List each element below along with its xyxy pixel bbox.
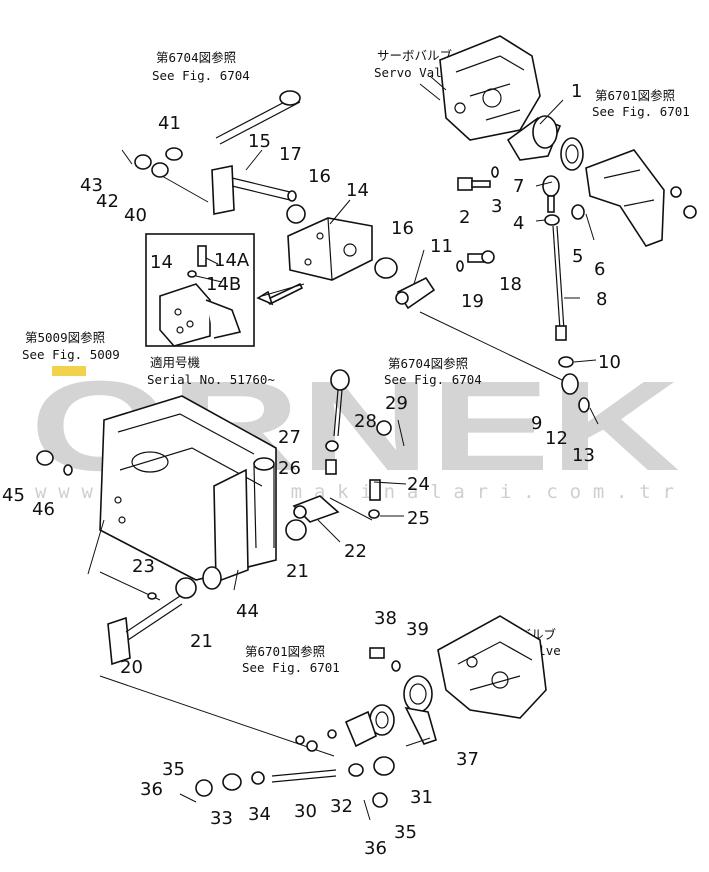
callout-31: 31 bbox=[410, 787, 433, 808]
callout-44: 44 bbox=[236, 601, 259, 622]
callout-21-lower: 21 bbox=[190, 631, 213, 652]
callout-14-detail: 14 bbox=[150, 252, 173, 273]
svg-text:Servo Valve: Servo Valve bbox=[374, 65, 457, 80]
lever-22-drawing bbox=[292, 479, 381, 523]
ref-servo-valve-top: サーボバルブ Servo Valve bbox=[374, 48, 457, 80]
callout-8: 8 bbox=[596, 289, 607, 310]
callout-7: 7 bbox=[513, 176, 524, 197]
rod-assembly-8-drawing bbox=[542, 175, 599, 425]
callout-26: 26 bbox=[278, 458, 301, 479]
callout-10: 10 bbox=[598, 352, 621, 373]
ref-see-fig-6701-bottom: 第6701図参照 See Fig. 6701 bbox=[242, 644, 340, 675]
callout-1: 1 bbox=[571, 81, 582, 102]
shaft-15-drawing bbox=[211, 165, 398, 279]
bolt-2-drawing bbox=[457, 166, 499, 191]
ref-see-fig-5009: 第5009図参照 See Fig. 5009 bbox=[22, 330, 120, 362]
callout-41: 41 bbox=[158, 113, 181, 134]
callout-36-left: 36 bbox=[140, 779, 163, 800]
callout-16-upper: 16 bbox=[308, 166, 331, 187]
callout-17: 17 bbox=[279, 144, 302, 165]
callout-2: 2 bbox=[459, 207, 470, 228]
callout-22: 22 bbox=[344, 541, 367, 562]
bracket-14-drawing bbox=[287, 217, 373, 281]
svg-text:See Fig. 6704: See Fig. 6704 bbox=[152, 68, 250, 83]
callout-34: 34 bbox=[248, 804, 271, 825]
callout-42: 42 bbox=[96, 191, 119, 212]
callout-27: 27 bbox=[278, 427, 301, 448]
ref-see-fig-6704-mid: 第6704図参照 See Fig. 6704 bbox=[384, 356, 482, 387]
callout-28: 28 bbox=[354, 411, 377, 432]
shaft-20-drawing bbox=[99, 519, 335, 757]
svg-text:第6704図参照: 第6704図参照 bbox=[388, 356, 468, 371]
rod-end-26-drawing bbox=[325, 369, 405, 475]
callout-14a: 14A bbox=[214, 250, 250, 271]
callouts: 1 2 3 4 5 6 7 8 9 10 11 12 13 14 14A 14B… bbox=[2, 81, 621, 859]
servo-valve-bottom-drawing bbox=[437, 615, 547, 719]
leader-lines bbox=[195, 99, 597, 747]
callout-15: 15 bbox=[248, 131, 271, 152]
reference-notes: 第6704図参照 See Fig. 6704 サーボバルブ Servo Valv… bbox=[22, 48, 690, 675]
svg-text:適用号機: 適用号機 bbox=[150, 355, 201, 370]
svg-text:See Fig. 6701: See Fig. 6701 bbox=[242, 660, 340, 675]
callout-11: 11 bbox=[430, 236, 453, 257]
lever-11-drawing bbox=[395, 250, 563, 381]
svg-text:See Fig. 6701: See Fig. 6701 bbox=[592, 104, 690, 119]
callout-16-lower: 16 bbox=[391, 218, 414, 239]
callout-5: 5 bbox=[572, 246, 583, 267]
svg-text:第6701図参照: 第6701図参照 bbox=[245, 644, 325, 659]
callout-40: 40 bbox=[124, 205, 147, 226]
callout-6: 6 bbox=[594, 259, 605, 280]
bracket-6701-bottom-drawing bbox=[295, 710, 377, 752]
callout-14b: 14B bbox=[206, 274, 241, 295]
callout-38: 38 bbox=[374, 608, 397, 629]
callout-45: 45 bbox=[2, 485, 25, 506]
svg-text:See Fig. 6704: See Fig. 6704 bbox=[384, 372, 482, 387]
callout-21-upper: 21 bbox=[286, 561, 309, 582]
callout-13: 13 bbox=[572, 445, 595, 466]
callout-35-right: 35 bbox=[394, 822, 417, 843]
rod-30-drawing bbox=[179, 756, 395, 821]
callout-29: 29 bbox=[385, 393, 408, 414]
callout-32: 32 bbox=[330, 796, 353, 817]
lever-44-drawing bbox=[202, 457, 275, 590]
callout-33: 33 bbox=[210, 808, 233, 829]
callout-18: 18 bbox=[499, 274, 522, 295]
lever-37-drawing bbox=[369, 647, 437, 745]
callout-20: 20 bbox=[120, 657, 143, 678]
watermark-accent bbox=[52, 366, 86, 376]
svg-text:Serial No. 51760~: Serial No. 51760~ bbox=[147, 372, 275, 387]
callout-39: 39 bbox=[406, 619, 429, 640]
svg-text:第5009図参照: 第5009図参照 bbox=[25, 330, 105, 345]
callout-43: 43 bbox=[80, 175, 103, 196]
ref-see-fig-6701-top: 第6701図参照 See Fig. 6701 bbox=[592, 88, 690, 119]
callout-23: 23 bbox=[132, 556, 155, 577]
svg-text:第6704図参照: 第6704図参照 bbox=[156, 50, 236, 65]
callout-35-left: 35 bbox=[162, 759, 185, 780]
callout-24: 24 bbox=[407, 474, 430, 495]
drawing bbox=[36, 35, 697, 821]
callout-25: 25 bbox=[407, 508, 430, 529]
bracket-6701-drawing bbox=[585, 149, 697, 247]
rod-41-drawing bbox=[121, 90, 301, 203]
svg-text:第6701図参照: 第6701図参照 bbox=[595, 88, 675, 103]
svg-text:See Fig. 5009: See Fig. 5009 bbox=[22, 347, 120, 362]
callout-37: 37 bbox=[456, 749, 479, 770]
svg-text:サーボバルブ: サーボバルブ bbox=[377, 48, 453, 63]
servo-valve-top-drawing bbox=[419, 35, 541, 141]
callout-12: 12 bbox=[545, 428, 568, 449]
callout-3: 3 bbox=[491, 196, 502, 217]
callout-36-right: 36 bbox=[364, 838, 387, 859]
detail-box-14 bbox=[145, 233, 304, 347]
callout-46: 46 bbox=[32, 499, 55, 520]
lever-bracket-1-drawing bbox=[506, 115, 584, 171]
callout-30: 30 bbox=[294, 801, 317, 822]
ref-serial-number: 適用号機 Serial No. 51760~ bbox=[147, 355, 275, 387]
callout-14: 14 bbox=[346, 180, 369, 201]
callout-19: 19 bbox=[461, 291, 484, 312]
callout-9: 9 bbox=[531, 413, 542, 434]
ref-see-fig-6704-top: 第6704図参照 See Fig. 6704 bbox=[152, 50, 250, 83]
callout-4: 4 bbox=[513, 213, 524, 234]
